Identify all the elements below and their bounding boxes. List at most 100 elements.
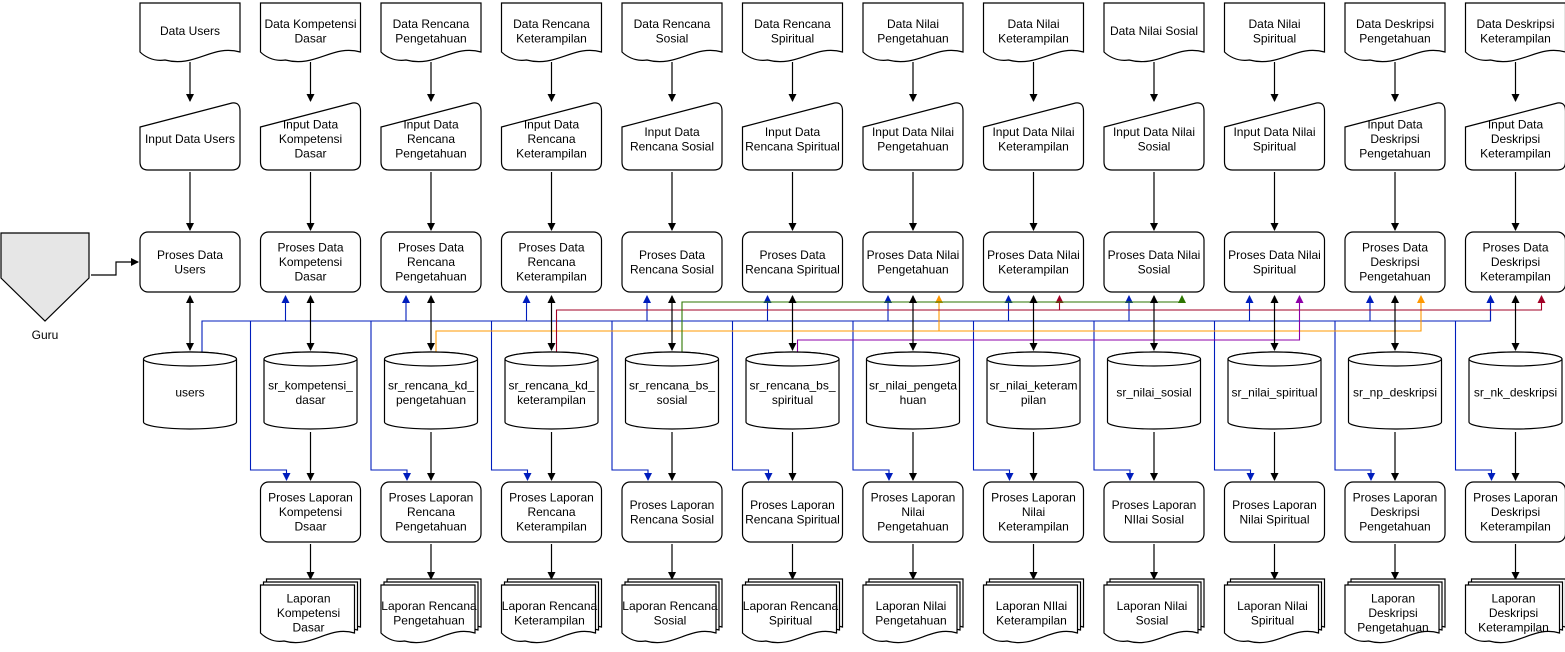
report-process-shape (982, 481, 1085, 543)
database-rkk[interactable]: sr_rencana_kd_keterampilan (504, 351, 599, 430)
database-rkp[interactable]: sr_rencana_kd_pengetahuan (383, 351, 479, 430)
database-rbsp[interactable]: sr_rencana_bs_spiritual (745, 351, 840, 430)
process-shape (1223, 231, 1326, 293)
report-process-shape (500, 481, 603, 543)
report-process-label-line: Kompetensi (279, 505, 342, 519)
report-process-label-line: Proses Laporan (1232, 498, 1317, 512)
data-document-nso[interactable]: Data Nilai Sosial (1103, 2, 1205, 63)
manual-input-label-line: Keterampilan (998, 139, 1069, 153)
document-shape (982, 2, 1085, 63)
users-link-report (370, 321, 411, 481)
database-users[interactable]: users (142, 351, 238, 430)
process-label-line: Proses Data Nilai (1228, 248, 1321, 262)
report-label-line: Keterampilan (1478, 621, 1549, 635)
process-shape (500, 231, 603, 293)
database-nsp[interactable]: sr_nilai_spiritual (1227, 351, 1322, 430)
document-label-line: Data Kompetensi (264, 17, 356, 31)
report-process-shape (621, 481, 723, 543)
process-label-line: Proses Data (639, 248, 705, 262)
manual-input-label-line: Input Data Nilai (992, 125, 1074, 139)
process-label-line: Users (174, 262, 205, 276)
database-label: sr_np_deskripsi (1353, 386, 1437, 400)
database-nso[interactable]: sr_nilai_sosial (1106, 351, 1202, 430)
database-nkd[interactable]: sr_nk_deskripsi (1468, 351, 1563, 430)
report-process-label-line: Proses Laporan (389, 491, 474, 505)
manual-input-users[interactable]: Input Data Users (139, 102, 241, 171)
manual-input-label-line: Deskripsi (1370, 132, 1419, 146)
data-document-users[interactable]: Data Users (139, 2, 241, 63)
database-label-line: sr_kompetensi_ (268, 378, 353, 392)
database-kd[interactable]: sr_kompetensi_dasar (263, 351, 358, 430)
database-npd[interactable]: sr_np_deskripsi (1347, 351, 1443, 430)
process-label-line: Rencana Sosial (630, 262, 714, 276)
database-rbso[interactable]: sr_rencana_bs_sosial (624, 351, 720, 430)
report-label-line: Laporan NIlai (996, 599, 1067, 613)
report-doc-front (982, 584, 1079, 644)
actor-guru[interactable]: Guru (0, 232, 90, 342)
